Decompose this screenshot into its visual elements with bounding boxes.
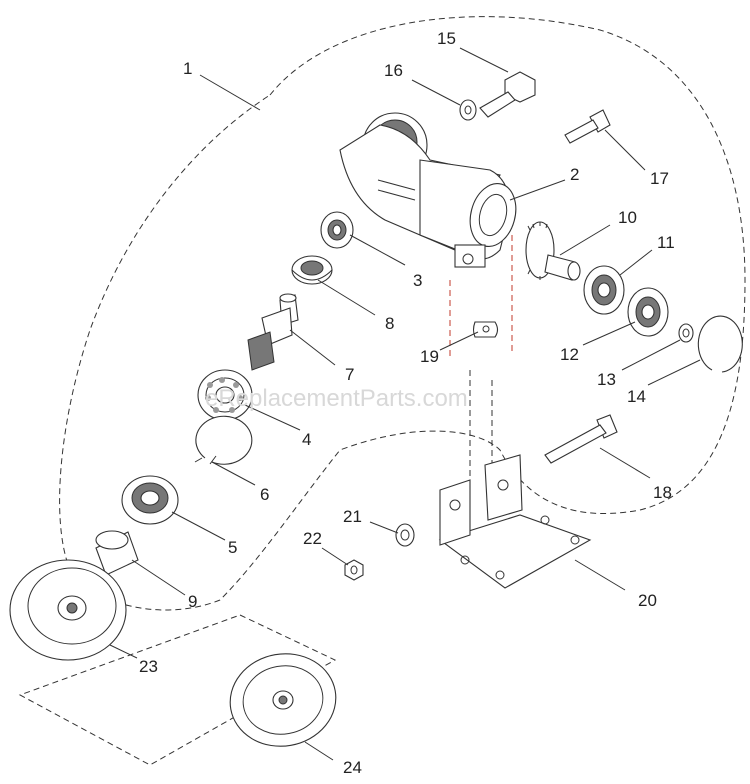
assembly-1-boundary [59,16,746,611]
guard-plate-23-part [9,559,127,661]
callout-14: 14 [627,387,646,406]
callout-16: 16 [384,61,403,80]
callout-12: 12 [560,345,579,364]
snap-ring-6-part [194,415,253,465]
callout-22: 22 [303,529,322,548]
leader-lines [109,47,701,761]
mounting-guide [449,235,513,360]
mounting-bracket-20-part [438,454,592,589]
bevel-gear-8-part [291,255,333,285]
watermark-text: eReplacementParts.com [205,385,468,412]
callout-13: 13 [597,370,616,389]
callout-19: 19 [420,347,439,366]
callout-5: 5 [228,538,237,557]
seal-5-part [121,475,179,525]
callout-21: 21 [343,507,362,526]
screw-17-part [564,109,611,144]
callout-8: 8 [385,314,394,333]
key-19-part [472,321,499,338]
bolt-15-part [479,71,536,118]
washer-21-part [395,523,415,547]
callout-24: 24 [343,758,362,777]
callout-6: 6 [260,485,269,504]
blade-disc-24-part [229,653,337,747]
callout-18: 18 [653,483,672,502]
callout-7: 7 [345,365,354,384]
callout-20: 20 [638,591,657,610]
callout-9: 9 [188,592,197,611]
callout-2: 2 [570,165,579,184]
callout-17: 17 [650,169,669,188]
pinion-shaft-7-part [247,293,299,371]
callout-11: 11 [657,233,675,252]
bearing-11-part [583,265,625,315]
callout-15: 15 [437,29,456,48]
callout-10: 10 [618,208,637,227]
collar-9-part [95,530,139,576]
assembly-23-24-boundary [18,614,337,766]
bearing-12-part [627,287,669,337]
gear-shaft-10-part [525,221,581,281]
washer-13-part [678,323,694,343]
nut-22-part [344,559,364,581]
long-bolt-18-part [544,414,618,464]
callout-3: 3 [413,271,422,290]
callout-1: 1 [183,59,192,78]
retaining-ring-14-part [697,315,743,373]
callout-labels: 1 2 3 4 5 6 7 8 9 10 11 12 13 14 15 16 1… [139,29,675,777]
gear-housing-part [339,112,517,268]
washer-16-part [459,99,477,121]
callout-4: 4 [302,430,311,449]
bearing-3-part [320,211,354,249]
callout-23: 23 [139,657,158,676]
ball-bearing-4-part [197,369,253,421]
